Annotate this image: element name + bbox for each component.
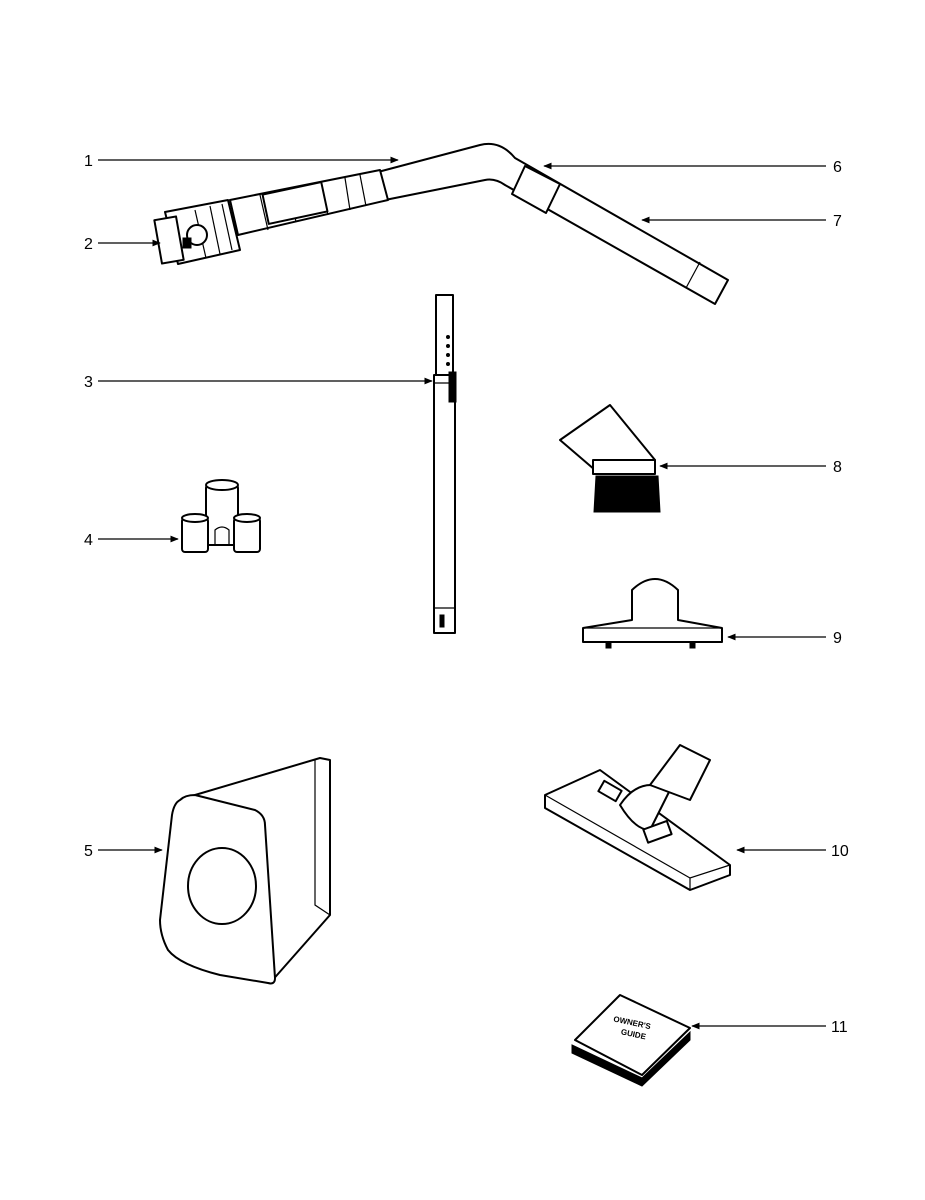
extension-wand-drawing — [433, 294, 457, 634]
floor-nozzle-drawing — [544, 744, 731, 891]
callout-2: 2 — [84, 236, 93, 253]
callout-5: 5 — [84, 843, 93, 860]
callout-numbers: 1 2 3 4 5 6 7 8 9 10 11 — [84, 153, 849, 1036]
callout-6: 6 — [833, 159, 842, 176]
upholstery-nozzle-drawing — [582, 578, 723, 649]
tool-holder-drawing — [181, 479, 261, 553]
callout-8: 8 — [833, 459, 842, 476]
dusting-brush-drawing — [559, 404, 661, 513]
owners-guide-drawing: OWNER'S GUIDE — [571, 994, 691, 1087]
hose-assembly-drawing — [153, 142, 729, 305]
leader-lines — [98, 156, 826, 1030]
callout-9: 9 — [833, 630, 842, 647]
callout-3: 3 — [84, 374, 93, 391]
dust-bag-drawing — [159, 757, 331, 985]
callout-1: 1 — [84, 153, 93, 170]
callout-4: 4 — [84, 532, 93, 549]
callout-7: 7 — [833, 213, 842, 230]
callout-10: 10 — [831, 843, 849, 860]
callout-11: 11 — [831, 1019, 848, 1036]
